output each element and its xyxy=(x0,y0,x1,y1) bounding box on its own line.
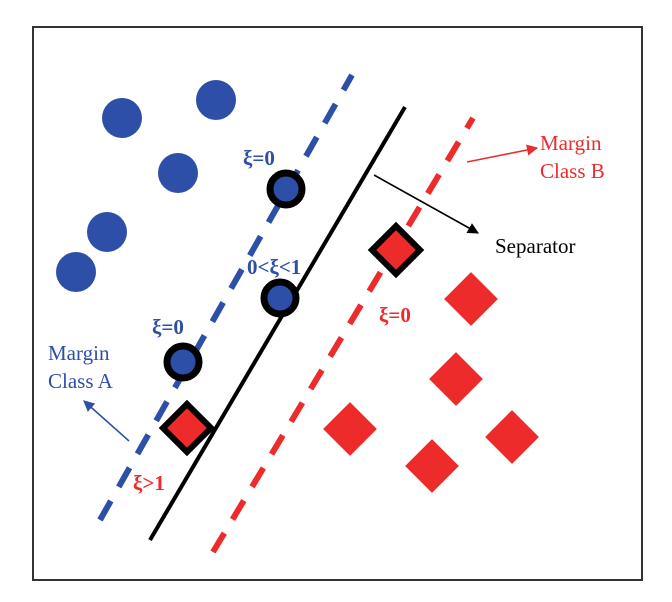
margin-line-class-a xyxy=(97,73,355,522)
separator-label: Separator xyxy=(495,234,575,258)
xi-zero-label-red: ξ=0 xyxy=(379,303,411,327)
class-b-point xyxy=(444,272,498,326)
class-a-point xyxy=(102,98,142,138)
class-a-support-vector xyxy=(260,278,300,318)
class-a-point xyxy=(56,252,96,292)
class-a-support-vector xyxy=(266,169,306,209)
class-b-misclassified-point xyxy=(158,399,216,457)
margin-class-b-label-line2: Class B xyxy=(540,159,605,183)
margin-class-b-label-line1: Margin xyxy=(540,131,602,155)
class-a-point xyxy=(196,80,236,120)
class-b-point xyxy=(323,402,377,456)
class-b-point xyxy=(405,439,459,493)
xi-zero-label-top: ξ=0 xyxy=(243,146,275,170)
margin-a-arrow xyxy=(83,400,130,442)
separator-arrow xyxy=(373,174,479,234)
class-b-support-vector xyxy=(367,221,425,279)
xi-greater-one-label: ξ>1 xyxy=(133,471,165,495)
separator-line xyxy=(148,105,407,542)
class-a-support-vector xyxy=(163,342,203,382)
margin-class-a-label-line1: Margin xyxy=(48,341,110,365)
margin-line-class-b xyxy=(210,116,476,554)
xi-zero-label-lower: ξ=0 xyxy=(152,315,184,339)
class-a-point xyxy=(158,153,198,193)
margin-class-a-label-line2: Class A xyxy=(48,369,114,393)
class-b-point xyxy=(429,352,483,406)
xi-between-label: 0<ξ<1 xyxy=(247,255,301,279)
margin-b-arrow xyxy=(466,144,539,163)
class-a-point xyxy=(87,212,127,252)
